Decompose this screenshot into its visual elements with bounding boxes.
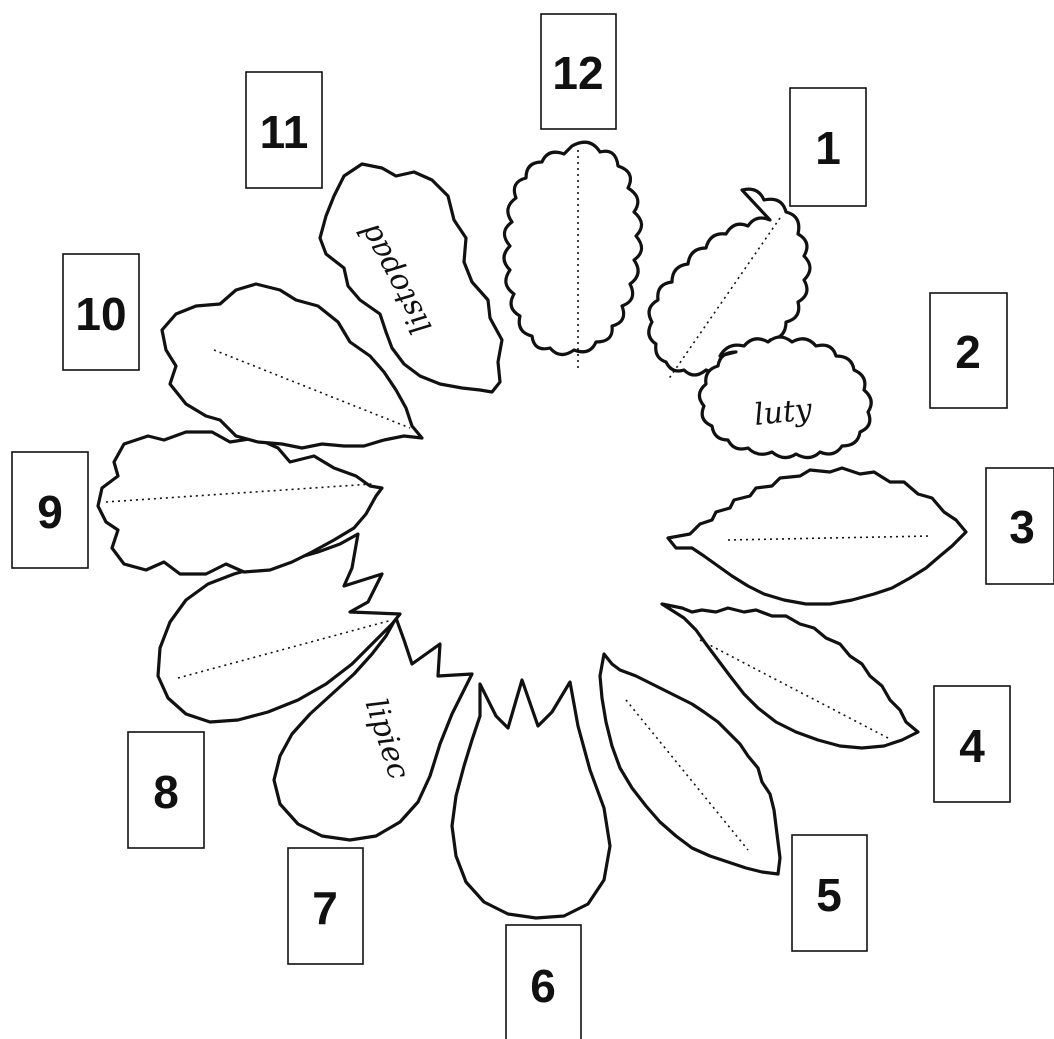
number-box-11: 11 [246,72,322,188]
number-label-7: 7 [312,882,338,934]
number-box-9: 9 [12,452,88,568]
number-label-6: 6 [530,960,556,1012]
petal-6-tulip [452,680,610,918]
number-box-1: 1 [790,88,866,206]
number-label-4: 4 [959,720,985,772]
number-box-8: 8 [128,732,204,848]
number-label-1: 1 [815,122,841,174]
number-box-6: 6 [506,925,581,1039]
number-box-10: 10 [63,254,139,370]
number-label-3: 3 [1009,501,1035,553]
number-box-2: 2 [930,293,1007,408]
handwritten-luty: luty [752,392,814,433]
number-label-12: 12 [552,47,603,99]
number-box-12: 12 [541,14,616,129]
number-label-5: 5 [816,869,842,921]
petal-12-scalloped [504,142,642,372]
number-label-2: 2 [955,326,981,378]
number-label-8: 8 [153,766,179,818]
number-label-10: 10 [75,288,126,340]
number-box-3: 3 [986,468,1054,584]
petal-3-serrated-leaf [668,468,966,604]
number-box-5: 5 [792,835,867,951]
number-label-11: 11 [260,106,309,158]
number-box-7: 7 [288,848,363,964]
number-label-9: 9 [37,486,63,538]
petal-2-scalloped: luty [699,337,871,458]
number-box-4: 4 [934,686,1010,802]
